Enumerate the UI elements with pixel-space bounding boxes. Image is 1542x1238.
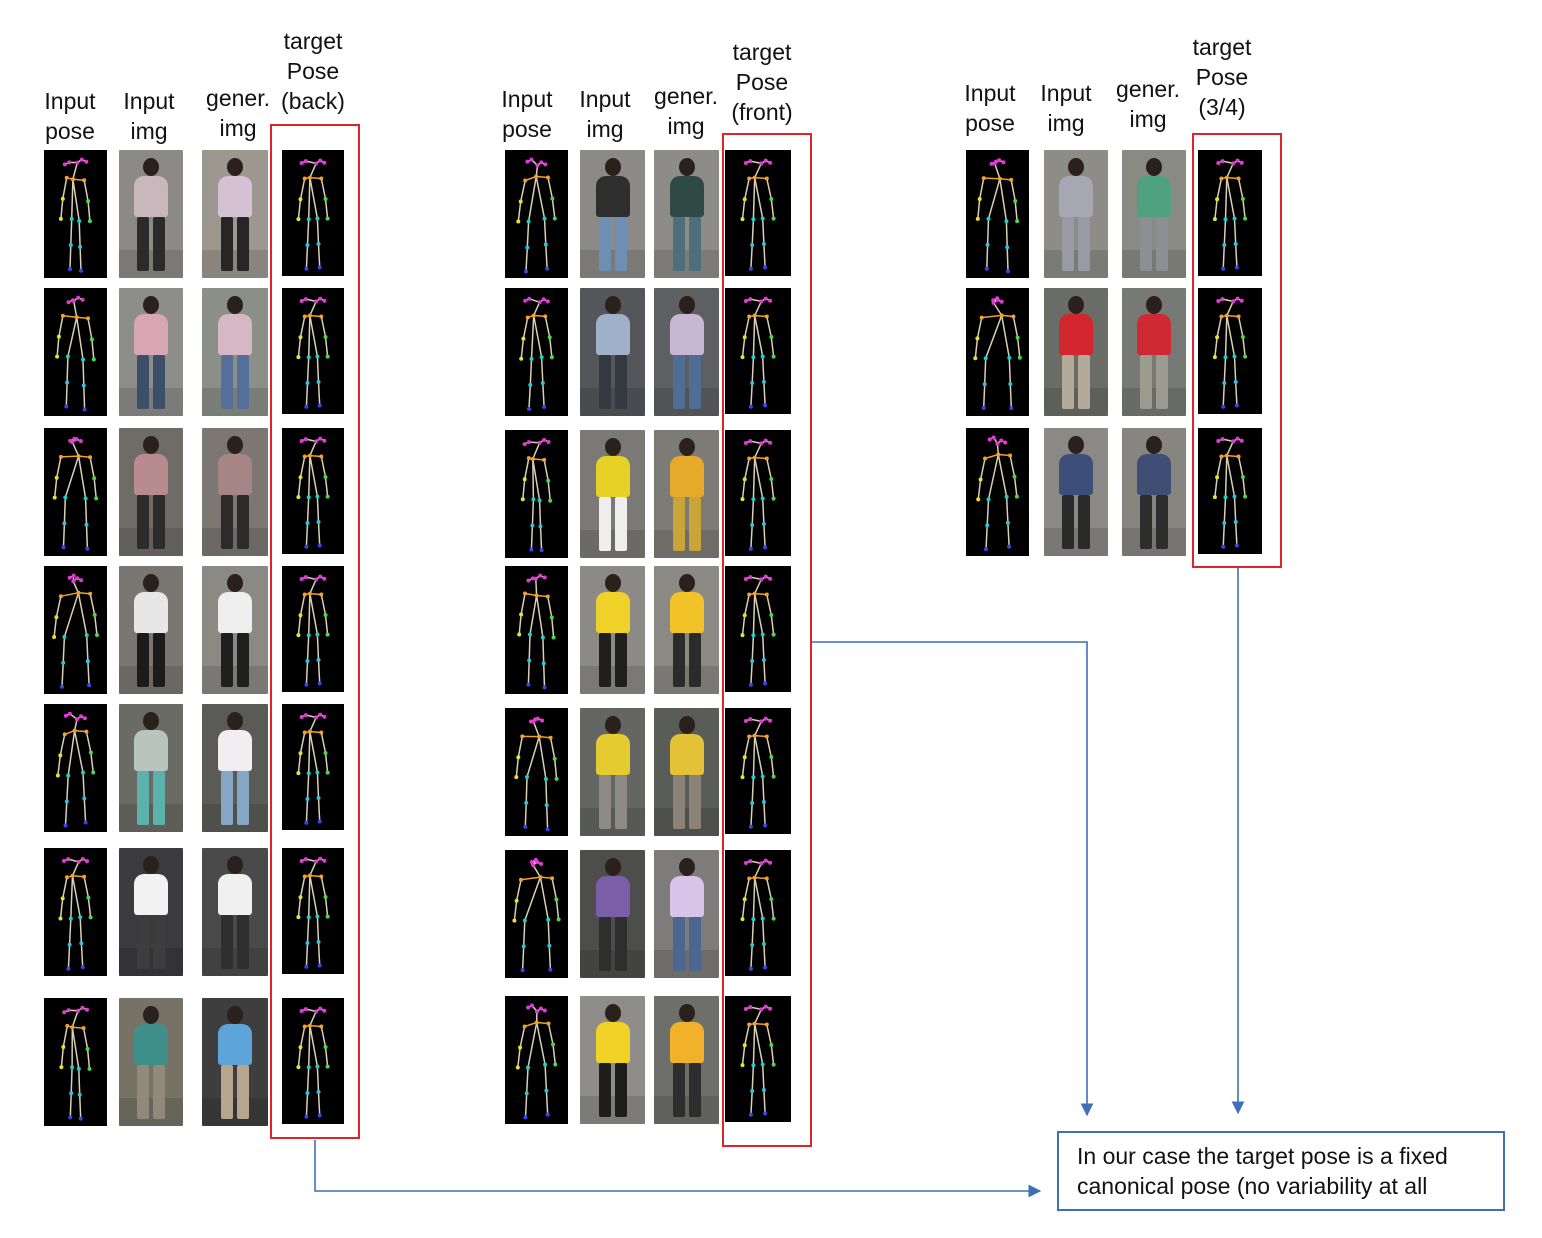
header-three-quarter-input-pose: Input pose bbox=[964, 80, 1016, 136]
input-pose-panel bbox=[505, 566, 568, 694]
input-image bbox=[119, 704, 183, 832]
arrow-front bbox=[812, 641, 1094, 1117]
note-box: In our case the target pose is a fixed c… bbox=[1057, 1131, 1505, 1211]
header-back-input-pose: Input pose bbox=[44, 88, 96, 144]
generated-image bbox=[202, 150, 268, 278]
target-pose-panel bbox=[725, 850, 791, 976]
input-pose-panel bbox=[505, 996, 568, 1124]
input-image bbox=[580, 850, 645, 978]
input-pose-panel bbox=[44, 998, 107, 1126]
target-pose-panel bbox=[282, 998, 344, 1124]
input-image bbox=[580, 708, 645, 836]
input-pose-panel bbox=[966, 428, 1029, 556]
target-pose-panel bbox=[1198, 288, 1262, 414]
generated-image bbox=[654, 288, 719, 416]
input-image bbox=[119, 288, 183, 416]
arrow-back bbox=[314, 1140, 1042, 1198]
input-image bbox=[580, 430, 645, 558]
generated-image bbox=[654, 850, 719, 978]
header-three-quarter-gen-img: gener. img bbox=[1116, 76, 1180, 132]
target-pose-panel bbox=[282, 704, 344, 830]
input-pose-panel bbox=[44, 288, 107, 416]
input-image bbox=[1044, 288, 1108, 416]
target-pose-highlight-three-quarter bbox=[1192, 133, 1282, 568]
input-pose-panel bbox=[44, 428, 107, 556]
header-three-quarter-target: target Pose (3/4) bbox=[1192, 34, 1252, 120]
input-pose-panel bbox=[44, 150, 107, 278]
input-image bbox=[119, 848, 183, 976]
target-pose-highlight-front bbox=[722, 133, 812, 1147]
input-pose-panel bbox=[505, 288, 568, 416]
header-front-input-pose: Input pose bbox=[501, 86, 553, 142]
generated-image bbox=[202, 428, 268, 556]
target-pose-panel bbox=[282, 288, 344, 414]
input-image bbox=[580, 150, 645, 278]
header-front-input-img: Input img bbox=[579, 86, 631, 142]
target-pose-panel bbox=[1198, 428, 1262, 554]
note-line-1: In our case the target pose is a fixed bbox=[1077, 1143, 1448, 1169]
header-front-gen-img: gener. img bbox=[654, 83, 718, 139]
generated-image bbox=[202, 566, 268, 694]
input-pose-panel bbox=[966, 150, 1029, 278]
header-back-target: target Pose (back) bbox=[281, 28, 345, 114]
note-text: In our case the target pose is a fixed c… bbox=[1077, 1141, 1493, 1201]
target-pose-panel bbox=[725, 708, 791, 834]
input-pose-panel bbox=[44, 704, 107, 832]
generated-image bbox=[202, 998, 268, 1126]
generated-image bbox=[1122, 428, 1186, 556]
header-back-gen-img: gener. img bbox=[206, 85, 270, 141]
input-pose-panel bbox=[505, 708, 568, 836]
input-image bbox=[580, 566, 645, 694]
header-back-input-img: Input img bbox=[123, 88, 175, 144]
input-image bbox=[1044, 428, 1108, 556]
generated-image bbox=[654, 708, 719, 836]
generated-image bbox=[654, 430, 719, 558]
input-pose-panel bbox=[966, 288, 1029, 416]
input-image bbox=[1044, 150, 1108, 278]
input-pose-panel bbox=[505, 430, 568, 558]
input-image bbox=[119, 998, 183, 1126]
target-pose-panel bbox=[282, 848, 344, 974]
target-pose-panel bbox=[1198, 150, 1262, 276]
target-pose-panel bbox=[725, 566, 791, 692]
target-pose-panel bbox=[282, 428, 344, 554]
generated-image bbox=[654, 566, 719, 694]
input-pose-panel bbox=[505, 850, 568, 978]
generated-image bbox=[1122, 288, 1186, 416]
input-pose-panel bbox=[44, 566, 107, 694]
header-three-quarter-input-img: Input img bbox=[1040, 80, 1092, 136]
target-pose-panel bbox=[725, 288, 791, 414]
target-pose-highlight-back bbox=[270, 124, 360, 1139]
generated-image bbox=[654, 996, 719, 1124]
input-image bbox=[580, 996, 645, 1124]
generated-image bbox=[202, 704, 268, 832]
target-pose-panel bbox=[282, 566, 344, 692]
generated-image bbox=[1122, 150, 1186, 278]
header-front-target: target Pose (front) bbox=[731, 39, 793, 125]
input-image bbox=[119, 150, 183, 278]
generated-image bbox=[202, 288, 268, 416]
generated-image bbox=[654, 150, 719, 278]
input-image bbox=[119, 566, 183, 694]
input-pose-panel bbox=[505, 150, 568, 278]
target-pose-panel bbox=[725, 996, 791, 1122]
generated-image bbox=[202, 848, 268, 976]
target-pose-panel bbox=[282, 150, 344, 276]
input-image bbox=[580, 288, 645, 416]
input-pose-panel bbox=[44, 848, 107, 976]
target-pose-panel bbox=[725, 430, 791, 556]
input-image bbox=[119, 428, 183, 556]
target-pose-panel bbox=[725, 150, 791, 276]
note-line-2: canonical pose (no variability at all bbox=[1077, 1173, 1428, 1199]
